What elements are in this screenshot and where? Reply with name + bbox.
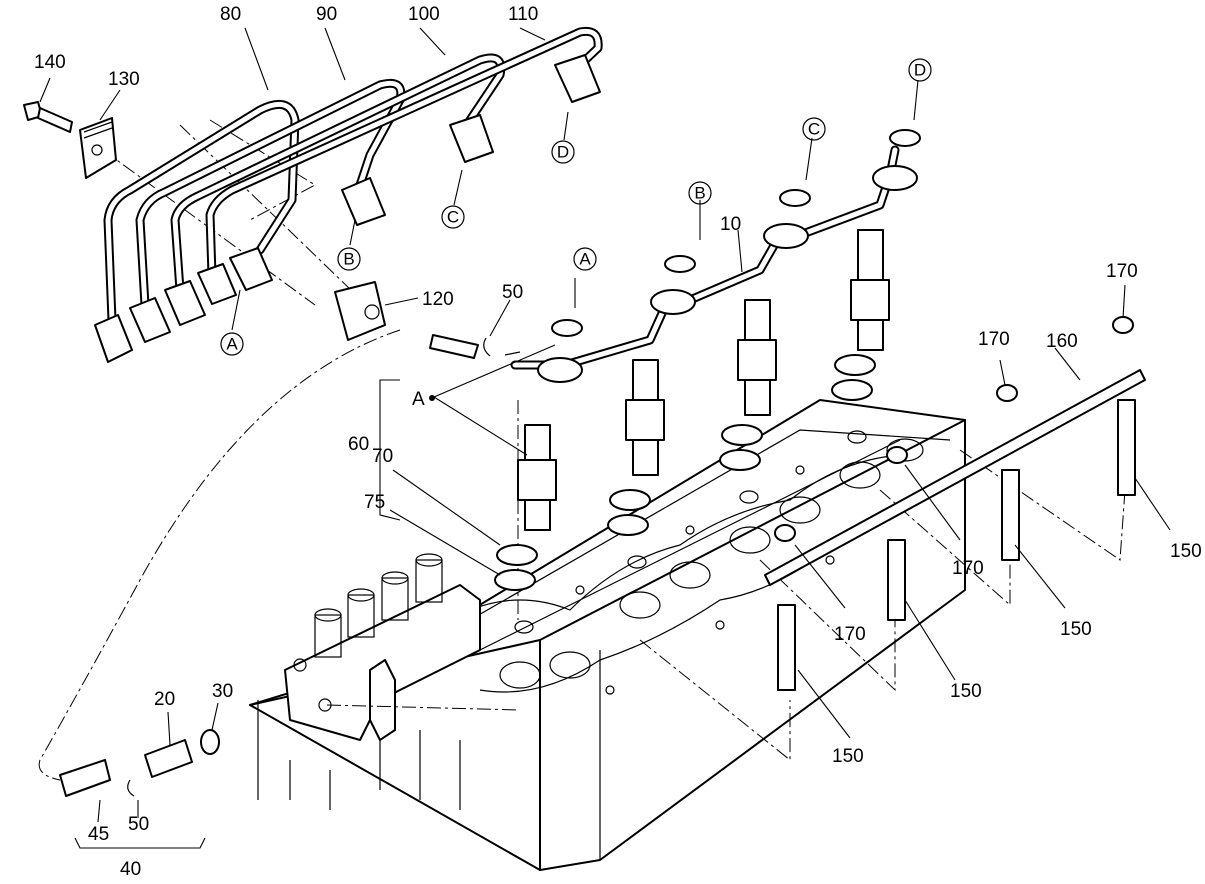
label-170-b: 170 (1106, 261, 1138, 282)
fuel-pipes (94, 26, 603, 363)
part-labels: 80 90 100 110 140 130 120 50 10 A 60 70 … (34, 4, 1202, 880)
clamp-bolt (23, 101, 117, 179)
label-110: 110 (508, 4, 538, 25)
label-40: 40 (120, 859, 141, 880)
label-70: 70 (372, 446, 393, 467)
injectors (494, 229, 890, 591)
label-150-b: 150 (1060, 619, 1092, 640)
leader-lines (39, 27, 1171, 849)
marker-c-top: C (802, 117, 826, 141)
svg-text:C: C (447, 208, 459, 227)
label-60: 60 (348, 434, 369, 455)
marker-d-pipe: D (551, 140, 575, 164)
reference-markers: A B C D A B C D (220, 58, 932, 356)
label-75: 75 (364, 492, 385, 513)
label-90: 90 (316, 4, 337, 25)
marker-b-pipe: B (337, 247, 361, 271)
svg-text:A: A (226, 335, 238, 354)
svg-text:D: D (557, 143, 569, 162)
label-120: 120 (422, 289, 454, 310)
label-10: 10 (720, 214, 741, 235)
marker-a-pipe: A (220, 332, 244, 356)
marker-d-top: D (908, 58, 932, 82)
label-170-c: 170 (952, 558, 984, 579)
clamp-120 (334, 281, 386, 341)
marker-c-pipe: C (441, 205, 465, 229)
marker-a-top: A (573, 247, 597, 271)
label-100: 100 (408, 4, 440, 25)
label-50-top: 50 (502, 282, 523, 303)
label-160: 160 (1046, 331, 1078, 352)
leak-off-pipe (510, 129, 921, 383)
label-80: 80 (220, 4, 241, 25)
svg-text:B: B (343, 250, 354, 269)
label-150-a: 150 (1170, 541, 1202, 562)
label-130: 130 (108, 69, 140, 90)
svg-text:D: D (914, 61, 926, 80)
label-detail-a: A (412, 389, 425, 410)
label-150-d: 150 (832, 746, 864, 767)
label-50-bottom: 50 (128, 814, 149, 835)
label-30: 30 (212, 681, 233, 702)
svg-text:A: A (579, 250, 591, 269)
return-fittings (59, 334, 521, 797)
label-170-d: 170 (834, 624, 866, 645)
label-170-a: 170 (978, 329, 1010, 350)
glow-plug-system (764, 316, 1146, 691)
label-20: 20 (154, 689, 175, 710)
label-45: 45 (88, 824, 109, 845)
label-150-c: 150 (950, 681, 982, 702)
svg-text:B: B (694, 184, 705, 203)
svg-text:C: C (808, 120, 820, 139)
marker-b-top: B (688, 181, 712, 205)
label-140: 140 (34, 52, 66, 73)
injection-pump (284, 553, 481, 741)
detail-a-dot (429, 395, 435, 401)
